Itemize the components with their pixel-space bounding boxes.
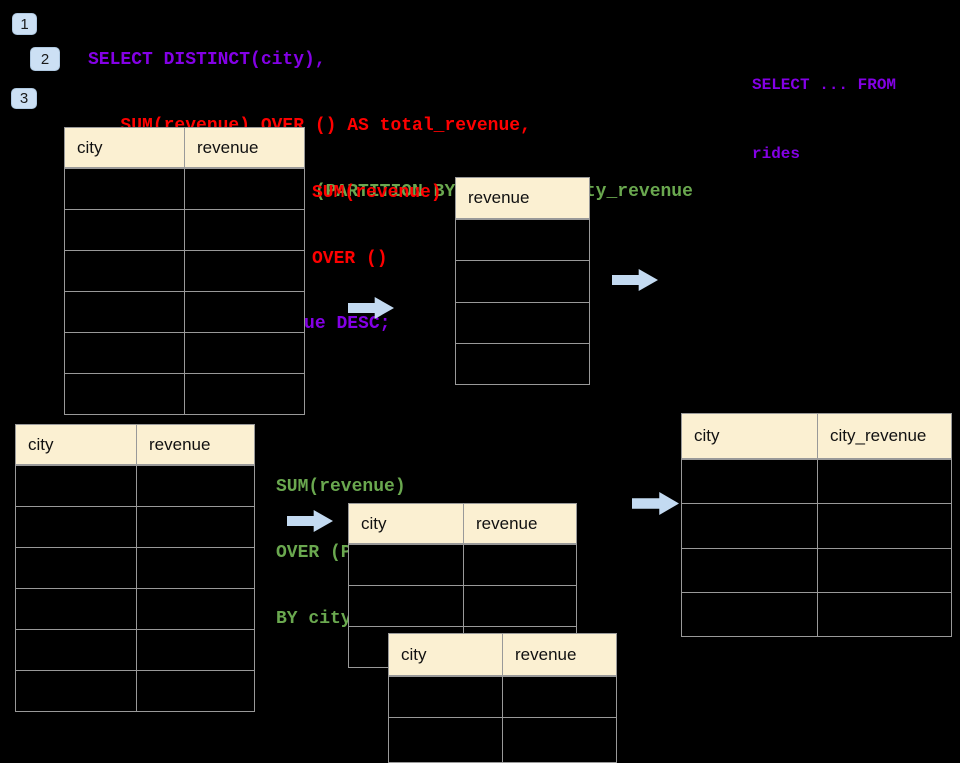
partition-table-overlay: city revenue — [388, 633, 617, 763]
table-header-row: city city_revenue — [682, 414, 951, 459]
annotation-total-line-1: SUM(revenue) — [312, 183, 442, 203]
source-table-top: city revenue — [64, 127, 305, 415]
right-arrow-icon — [632, 492, 679, 515]
table-row — [389, 676, 616, 717]
table-header-row: city revenue — [65, 128, 304, 168]
side-note-line-1: SELECT ... FROM — [752, 76, 897, 94]
table-row — [65, 168, 304, 209]
column-header-city: city — [682, 414, 818, 458]
table-row — [682, 459, 951, 504]
table-row — [682, 503, 951, 548]
column-header-revenue: revenue — [476, 513, 538, 533]
side-note-select-from: SELECT ... FROM rides — [752, 28, 896, 189]
table-row — [65, 250, 304, 291]
table-row — [16, 547, 254, 588]
column-header-revenue: revenue — [197, 137, 259, 157]
table-row — [456, 219, 589, 260]
table-row — [16, 670, 254, 711]
column-header-city-revenue: city_revenue — [830, 426, 927, 445]
table-row — [16, 465, 254, 506]
column-header-city: city — [349, 504, 464, 543]
table-row — [456, 342, 589, 384]
step-badge-3: 3 — [11, 88, 37, 109]
side-note-line-2: rides — [752, 145, 801, 163]
column-header-revenue: revenue — [149, 434, 211, 454]
table-row — [65, 291, 304, 332]
table-row — [349, 585, 576, 626]
annotation-total-revenue: SUM(revenue) OVER () — [312, 138, 442, 292]
slide-canvas: { "badges": ["1", "2", "3"], "sql": { "l… — [11, 13, 952, 763]
step-badge-1: 1 — [12, 13, 37, 35]
total-revenue-table: revenue — [455, 177, 590, 385]
table-row — [16, 506, 254, 547]
table-row — [349, 544, 576, 585]
column-header-revenue: revenue — [468, 188, 530, 207]
table-header-row: revenue — [456, 178, 589, 219]
table-row — [389, 717, 616, 762]
table-row — [65, 332, 304, 373]
table-row — [682, 591, 951, 636]
table-row — [456, 260, 589, 301]
source-table-bottom: city revenue — [15, 424, 255, 712]
step-badge-2: 2 — [30, 47, 60, 71]
column-header-revenue: revenue — [515, 644, 577, 664]
annotation-total-line-2: OVER () — [312, 249, 388, 269]
table-row — [16, 629, 254, 670]
column-header-city: city — [389, 634, 503, 675]
city-revenue-result-table: city city_revenue — [681, 413, 952, 637]
table-row — [16, 588, 254, 629]
table-row — [682, 547, 951, 592]
table-row — [456, 301, 589, 343]
table-header-row: city revenue — [16, 425, 254, 465]
table-header-row: city revenue — [349, 504, 576, 544]
column-header-city: city — [16, 425, 137, 464]
table-row — [65, 373, 304, 414]
column-header-city: city — [65, 128, 185, 167]
table-header-row: city revenue — [389, 634, 616, 676]
annotation-partition-line-1: SUM(revenue) — [276, 477, 406, 497]
table-row — [65, 209, 304, 250]
sql-line-select: SELECT DISTINCT(city), — [88, 50, 326, 70]
